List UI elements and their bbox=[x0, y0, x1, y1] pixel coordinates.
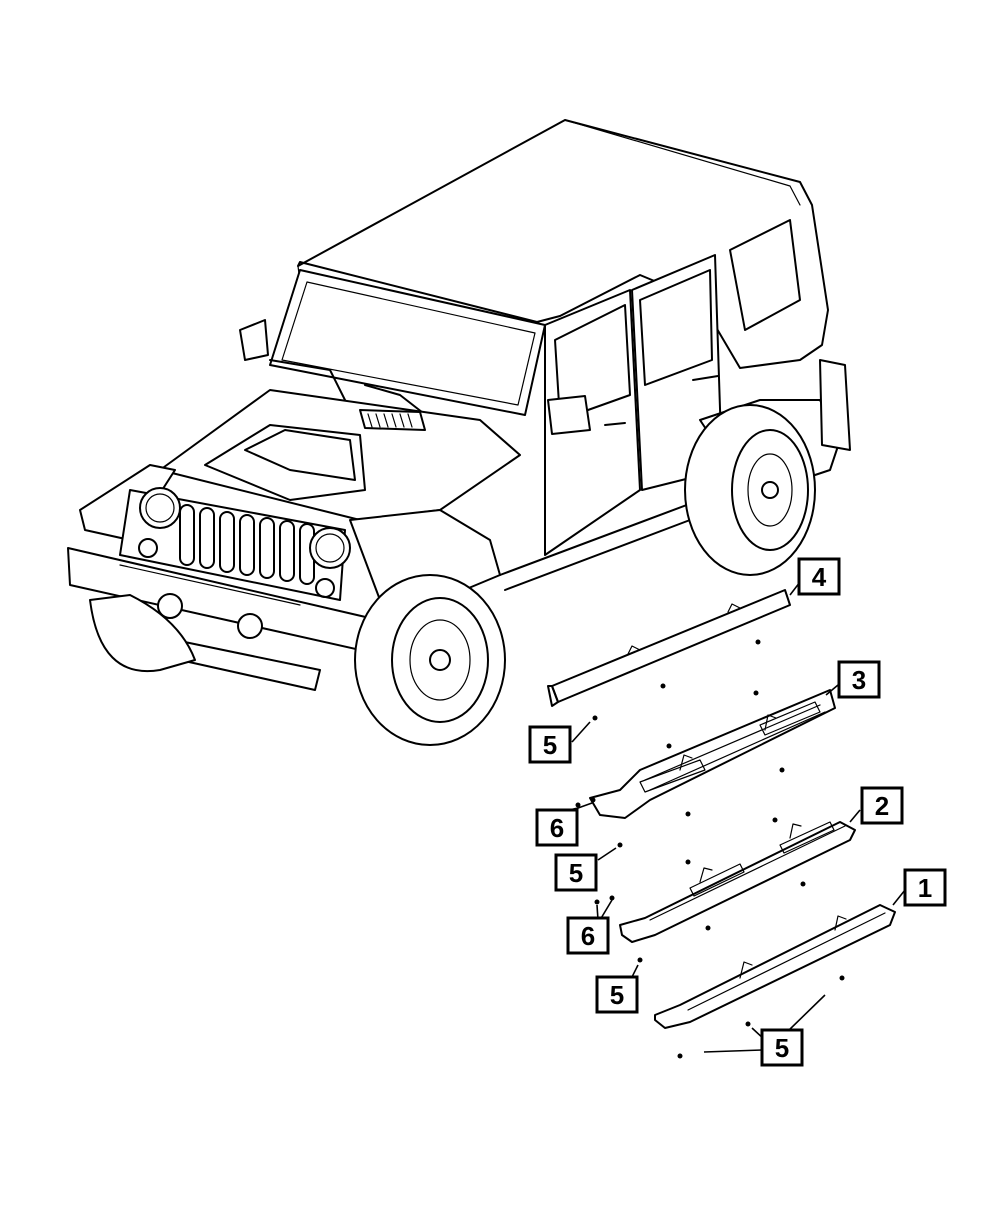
callout-6-top[interactable]: 6 bbox=[535, 808, 579, 847]
callout-1-label: 1 bbox=[918, 873, 932, 903]
callout-5-lower[interactable]: 5 bbox=[595, 975, 639, 1014]
callout-5-top[interactable]: 5 bbox=[528, 725, 572, 764]
callout-6-bottom-label: 6 bbox=[581, 921, 595, 951]
callout-3-label: 3 bbox=[852, 665, 866, 695]
callout-5-middle[interactable]: 5 bbox=[554, 853, 598, 892]
part-1-rail bbox=[654, 904, 896, 1029]
callout-5-bottom-label: 5 bbox=[775, 1033, 789, 1063]
part-2-bolts bbox=[594, 817, 806, 931]
callout-1[interactable]: 1 bbox=[903, 868, 947, 907]
callout-5-middle-label: 5 bbox=[569, 858, 583, 888]
callout-6-top-label: 6 bbox=[550, 813, 564, 843]
callout-5-top-label: 5 bbox=[543, 730, 557, 760]
callout-2-label: 2 bbox=[875, 791, 889, 821]
part-1-bolts bbox=[637, 957, 845, 1059]
part-2-step bbox=[619, 821, 856, 943]
callout-5-bottom[interactable]: 5 bbox=[760, 1028, 804, 1067]
part-4-rail bbox=[547, 589, 791, 707]
part-3-bolts bbox=[575, 690, 785, 817]
vehicle-illustration bbox=[67, 119, 851, 746]
callout-5-lower-label: 5 bbox=[610, 980, 624, 1010]
part-4-bolts bbox=[592, 639, 761, 721]
callout-6-bottom[interactable]: 6 bbox=[566, 916, 610, 955]
callout-4[interactable]: 4 bbox=[797, 557, 841, 596]
callout-2[interactable]: 2 bbox=[860, 786, 904, 825]
callout-4-label: 4 bbox=[812, 562, 827, 592]
callout-3[interactable]: 3 bbox=[837, 660, 881, 699]
part-3-step bbox=[589, 689, 836, 819]
